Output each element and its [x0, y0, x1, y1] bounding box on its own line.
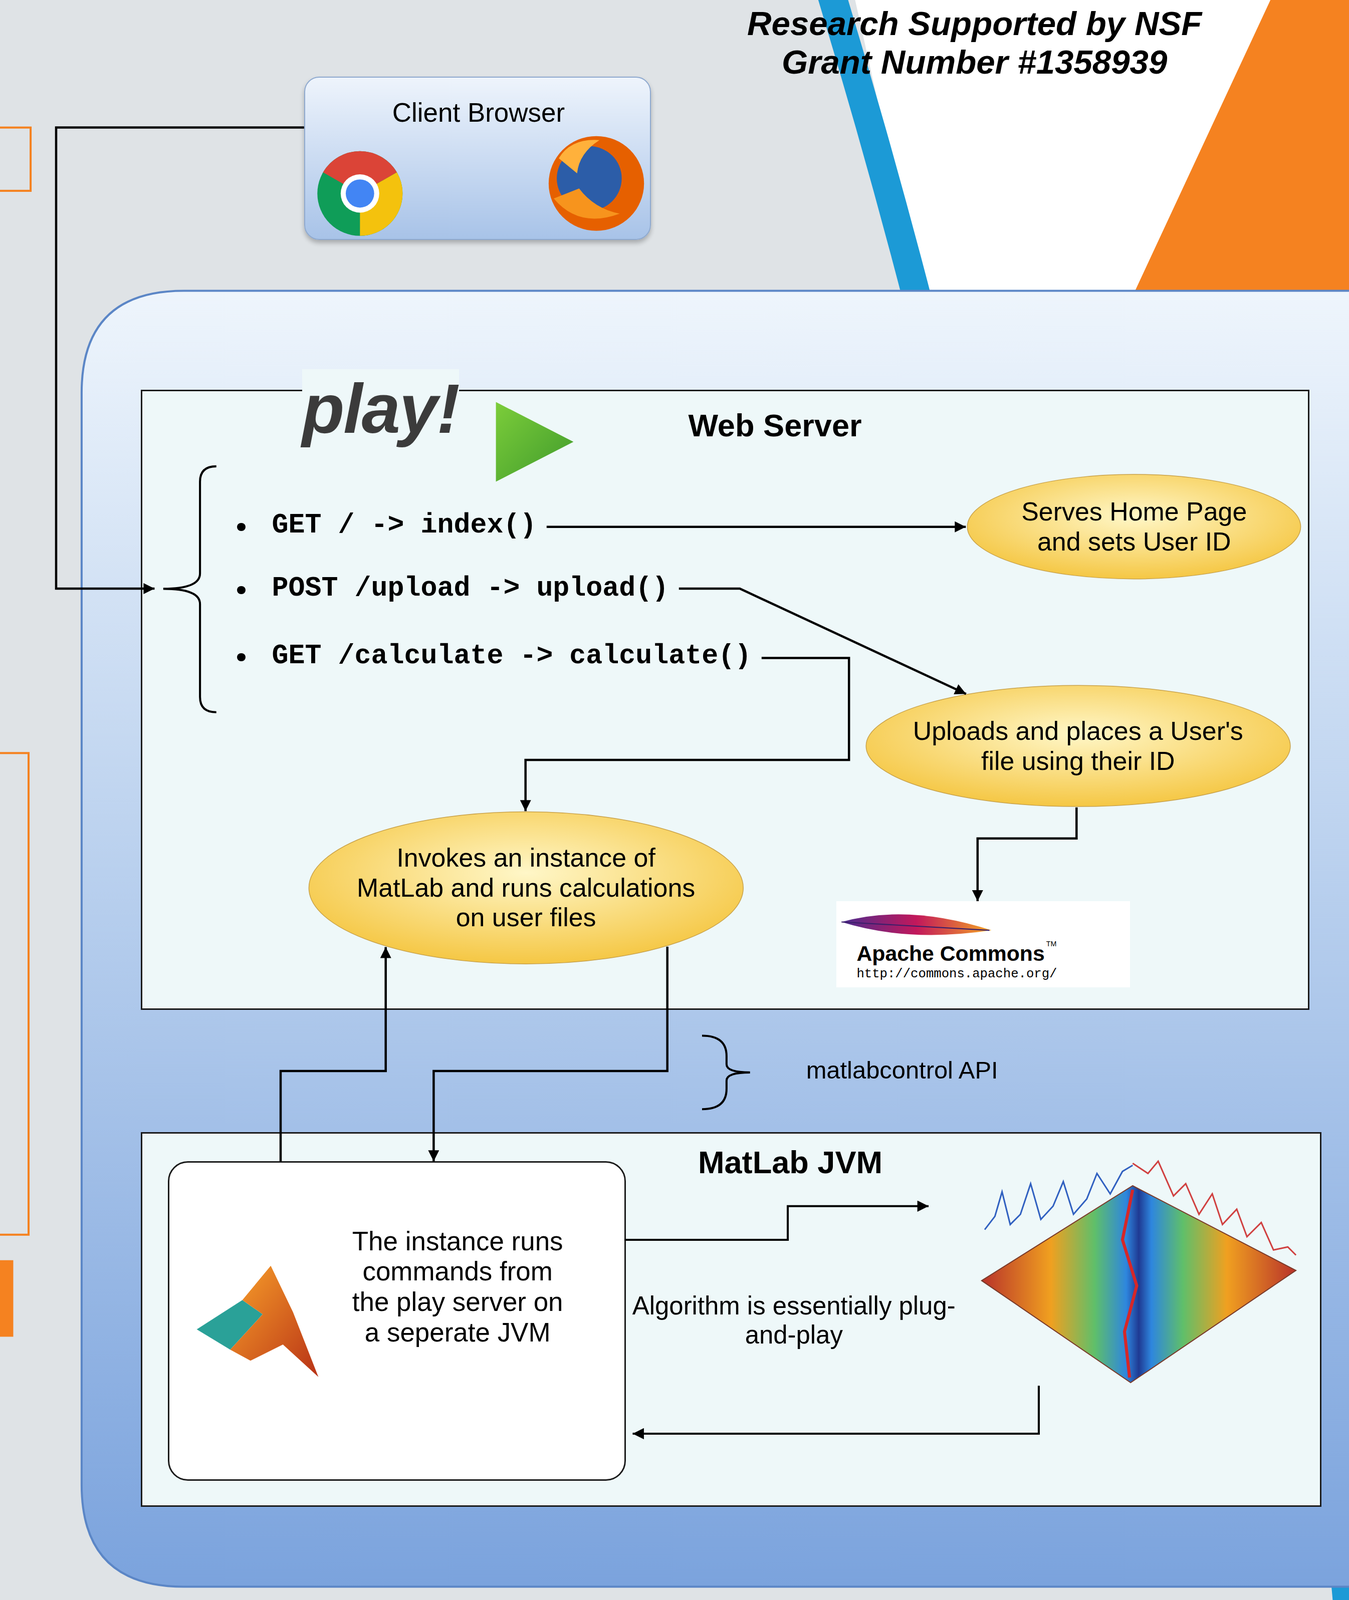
browser-icons-part — [548, 135, 644, 231]
surface-plot-part — [1132, 1161, 1296, 1256]
background-part — [81, 291, 1349, 1588]
surface-plot-part — [981, 1186, 1296, 1384]
surface-plot-part — [984, 1165, 1133, 1230]
process-ellipse: Invokes an instance of MatLab and runs c… — [306, 811, 746, 966]
process-ellipse: Uploads and places a User's file using t… — [863, 685, 1293, 808]
route-entry: POST /upload -> upload() — [154, 564, 679, 616]
node-text: Apache Commons — [856, 942, 1045, 966]
client-browser-box: Client Browser — [304, 76, 651, 241]
background-part — [0, 753, 29, 1235]
browser-icons-part — [558, 139, 600, 174]
ellipse-text: Serves Home Page and sets User ID — [1002, 497, 1266, 557]
route-entry: GET / -> index() — [154, 501, 547, 553]
api-brace — [702, 1036, 751, 1110]
apache-commons-logo: Apache CommonsTM http://commons.apache.or… — [836, 901, 1131, 988]
route-text: GET /calculate -> calculate() — [272, 640, 752, 672]
route-text: POST /upload -> upload() — [272, 572, 669, 605]
ellipse-outline — [965, 474, 1303, 580]
bullet — [237, 523, 246, 532]
surface-plot — [981, 1161, 1296, 1384]
connector-arrow — [546, 525, 967, 529]
ellipse-outline — [863, 685, 1293, 808]
bullet — [237, 653, 246, 662]
route-entry: GET /calculate -> calculate() — [154, 631, 762, 684]
node-text: Client Browser — [386, 97, 571, 129]
background-part — [0, 127, 31, 191]
connector-arrow — [280, 947, 386, 1163]
ellipse-outline-part — [967, 474, 1301, 580]
node-text: The instance runs commands from the play… — [342, 1226, 573, 1349]
connector-arrow — [525, 657, 850, 812]
background-part — [0, 1260, 14, 1338]
ellipse-text: Invokes an instance of MatLab and runs c… — [354, 843, 698, 934]
route-brace — [163, 466, 217, 713]
connector-arrow — [977, 807, 1077, 902]
browser-icons-part — [345, 179, 375, 208]
ellipse-outline-part — [865, 686, 1291, 808]
play-triangle — [496, 402, 574, 483]
bullet — [237, 586, 246, 595]
route-text: GET / -> index() — [272, 509, 537, 542]
process-ellipse: Serves Home Page and sets User ID — [965, 474, 1303, 580]
browser-icons-part — [340, 174, 380, 213]
background-part — [1326, 1508, 1349, 1600]
web-server-box: Web ServerGET / -> index() POST /upload -… — [140, 389, 1310, 1011]
node-text: TM — [1046, 940, 1057, 949]
surface-plot-part — [1122, 1190, 1138, 1379]
node-text: MatLab JVM — [637, 1144, 944, 1182]
apache-feather-part — [841, 922, 990, 931]
connector-arrow — [56, 127, 305, 590]
browser-icons-part — [317, 151, 403, 237]
algorithm-note: Algorithm is essentially plug-and-play — [610, 1291, 978, 1351]
play-logo-text: play! — [302, 369, 460, 449]
node-text: Web Server — [642, 407, 908, 444]
connector-arrow — [433, 947, 667, 1163]
apache-feather-part — [841, 914, 992, 936]
plot-arrow — [632, 1386, 1039, 1435]
node-text: http://commons.apache.org/ — [856, 967, 1057, 982]
ellipse-text: Uploads and places a User's file using t… — [911, 716, 1246, 777]
grant-note: Research Supported by NSF Grant Number #… — [719, 4, 1230, 82]
matlab-logo-part — [230, 1266, 319, 1378]
plot-arrow — [624, 1206, 929, 1241]
connector-arrow — [679, 588, 967, 695]
browser-icons-part — [553, 188, 620, 219]
api-label: matlabcontrol API — [806, 1056, 999, 1085]
ellipse-outline-part — [308, 812, 744, 965]
instance-box: The instance runs commands from the play… — [167, 1161, 626, 1481]
